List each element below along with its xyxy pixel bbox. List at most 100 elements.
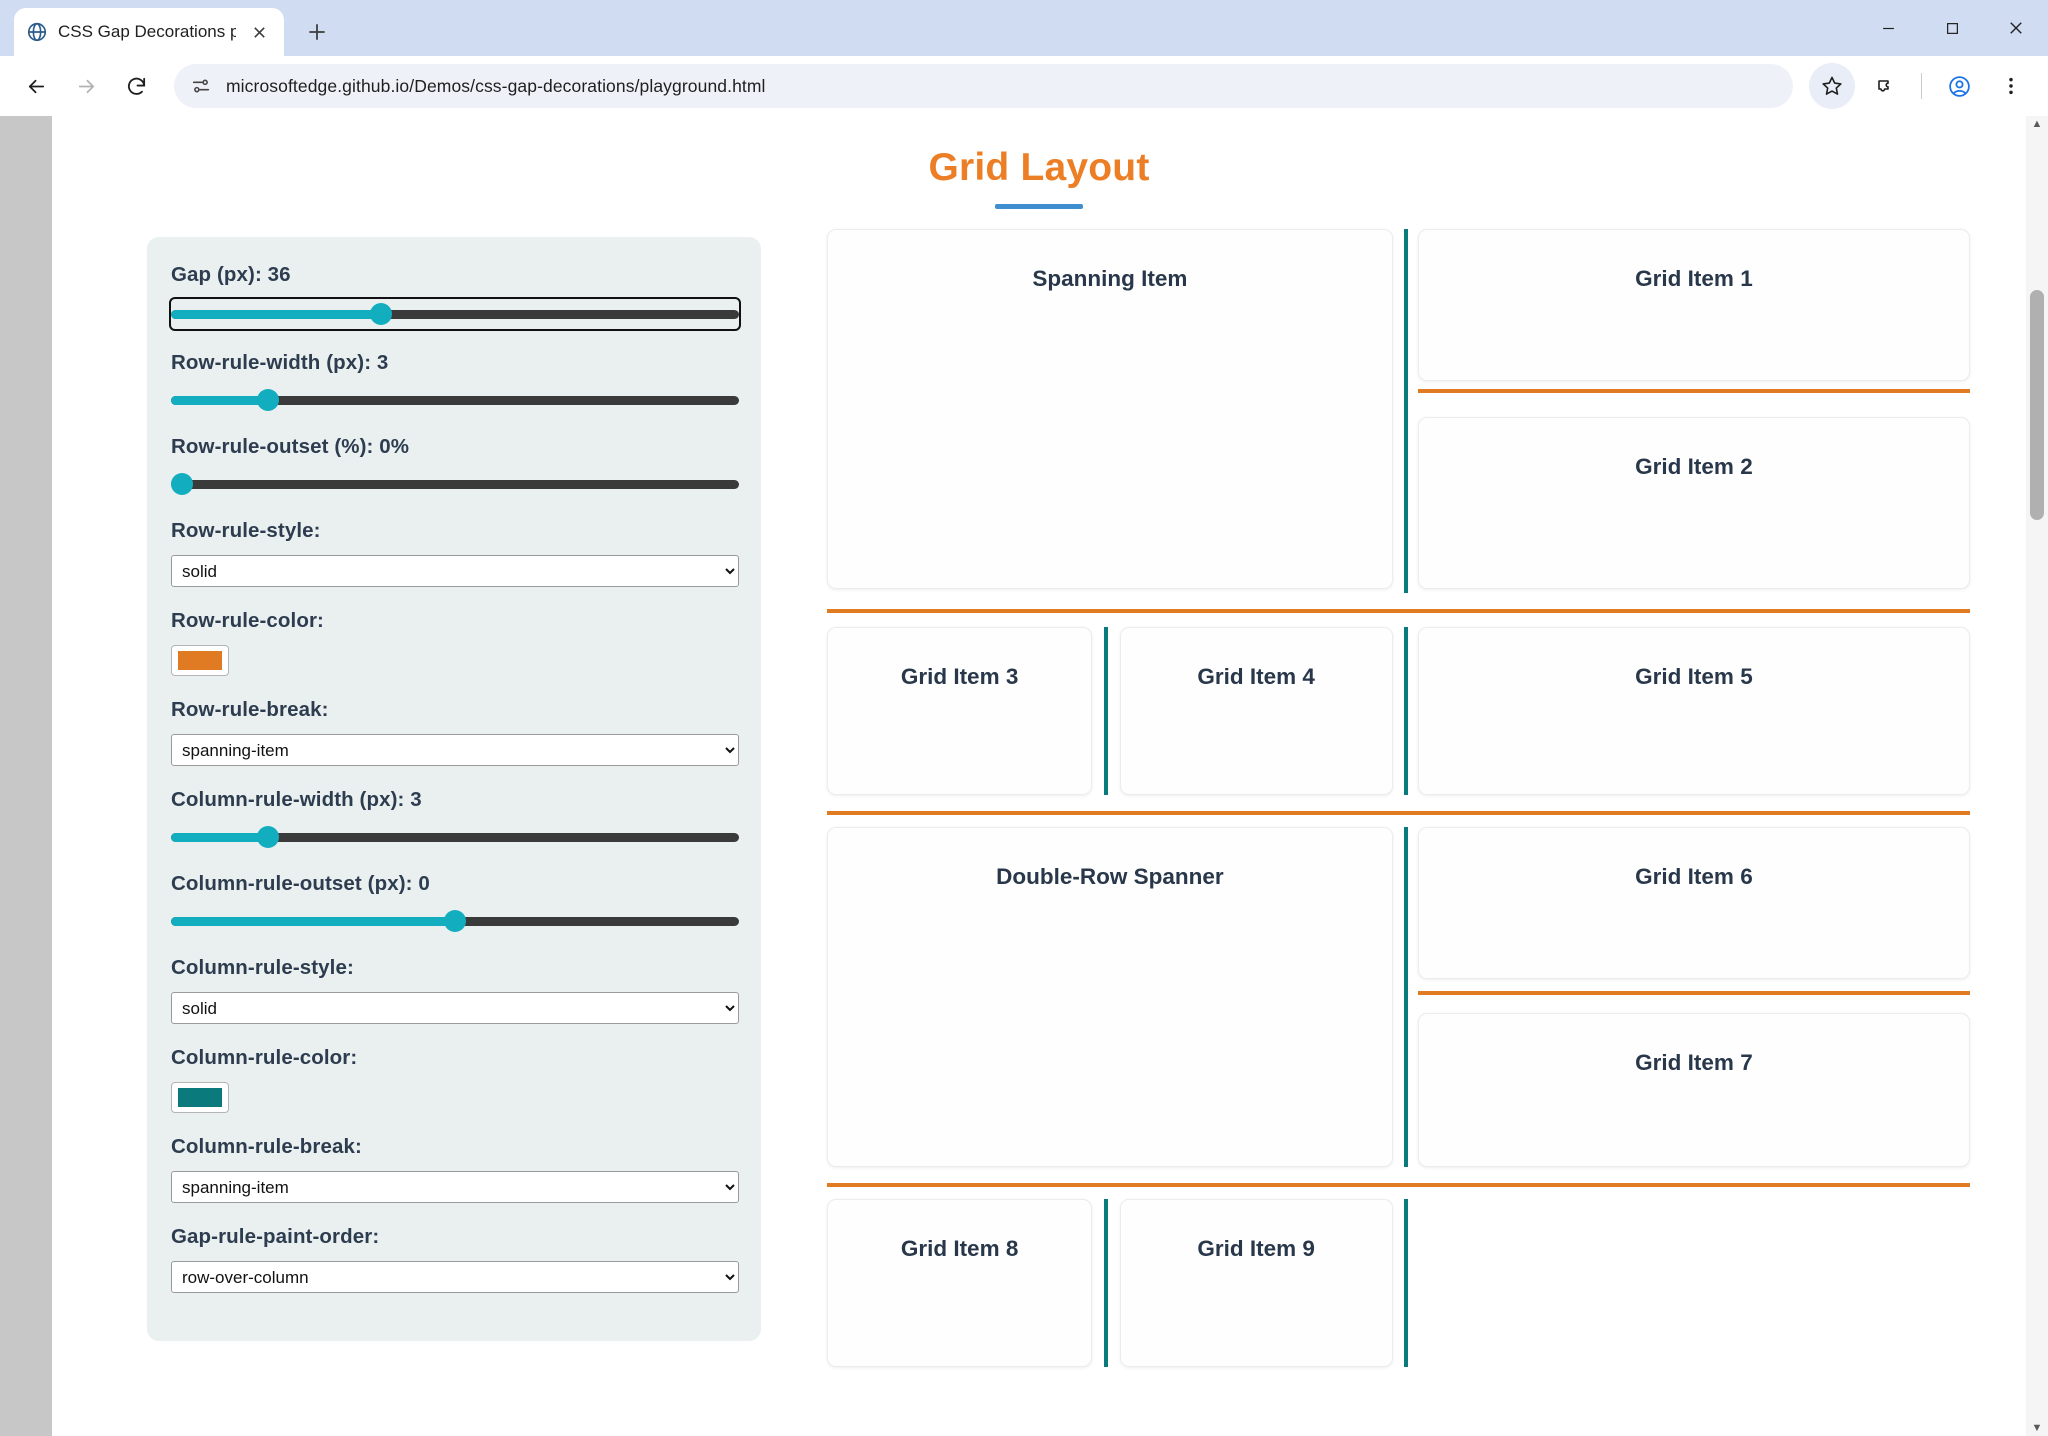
- grid-cell[interactable]: Grid Item 5: [1417, 627, 1970, 795]
- web-page: Grid Layout Gap (px): 36 Row-rule-wi: [52, 116, 2026, 1436]
- grid-cell[interactable]: Grid Item 7: [1417, 1013, 1970, 1167]
- grid-cell-label: Grid Item 9: [1197, 1236, 1315, 1261]
- slider-fill: [171, 832, 268, 842]
- column-rule: [1103, 1199, 1108, 1367]
- row-rule: [1404, 609, 1970, 613]
- column-rule-width-slider[interactable]: [171, 824, 739, 850]
- maximize-icon[interactable]: [1920, 0, 1984, 56]
- control-label: Column-rule-width (px): 3: [171, 788, 422, 811]
- forward-arrow-icon[interactable]: [64, 64, 108, 108]
- grid-cell[interactable]: Grid Item 8: [827, 1199, 1093, 1367]
- control-gap: Gap (px): 36: [169, 263, 741, 331]
- gap-slider[interactable]: [169, 297, 741, 331]
- slider-track: [171, 832, 739, 842]
- grid-cell-label: Grid Item 4: [1197, 664, 1315, 689]
- column-rule: [1404, 1199, 1409, 1367]
- grid-cell[interactable]: Grid Item 9: [1119, 1199, 1393, 1367]
- control-label: Row-rule-outset (%): 0%: [171, 435, 410, 458]
- scroll-down-arrow[interactable]: ▼: [2031, 1422, 2043, 1434]
- url-text: microsoftedge.github.io/Demos/css-gap-de…: [226, 75, 766, 96]
- extensions-puzzle-icon[interactable]: [1861, 63, 1907, 109]
- slider-thumb[interactable]: [256, 826, 279, 848]
- back-arrow-icon[interactable]: [14, 64, 58, 108]
- row-rule-width-slider[interactable]: [171, 387, 739, 413]
- grid-cell[interactable]: Grid Item 2: [1417, 417, 1970, 589]
- grid-cell[interactable]: Grid Item 1: [1417, 229, 1970, 381]
- address-bar[interactable]: microsoftedge.github.io/Demos/css-gap-de…: [174, 64, 1793, 108]
- scrollbar-thumb[interactable]: [2030, 290, 2044, 520]
- slider-fill: [171, 916, 455, 926]
- row-rule-color-picker[interactable]: [171, 645, 229, 676]
- profile-avatar-icon[interactable]: [1936, 63, 1982, 109]
- row-rule: [827, 609, 1405, 613]
- grid-cell[interactable]: Grid Item 6: [1417, 827, 1970, 979]
- row-rule: [1417, 389, 1970, 393]
- grid-cell-label: Grid Item 2: [1635, 454, 1753, 479]
- grid-cell-label: Grid Item 6: [1635, 864, 1753, 889]
- slider-thumb[interactable]: [444, 910, 466, 932]
- row-rule-outset-slider[interactable]: [171, 471, 739, 497]
- row-rule-break-select[interactable]: spanning-item: [171, 734, 739, 766]
- grid-cell-label: Spanning Item: [1032, 266, 1188, 291]
- control-column-rule-color: Column-rule-color:: [171, 1046, 739, 1113]
- three-dot-menu-icon[interactable]: [1988, 63, 2034, 109]
- browser-tab[interactable]: CSS Gap Decorations playground: [14, 8, 284, 56]
- minimize-icon[interactable]: [1856, 0, 1920, 56]
- slider-thumb[interactable]: [370, 303, 393, 325]
- control-column-rule-outset: Column-rule-outset (px): 0: [171, 872, 739, 934]
- tab-title: CSS Gap Decorations playground: [58, 22, 236, 41]
- control-row-rule-color: Row-rule-color:: [171, 609, 739, 676]
- control-label: Gap (px): 36: [171, 263, 291, 286]
- tab-strip: CSS Gap Decorations playground: [0, 0, 2048, 56]
- slider-track: [171, 479, 739, 489]
- window-controls: [1856, 0, 2048, 56]
- column-rule-style-select[interactable]: solid: [171, 992, 739, 1024]
- star-icon[interactable]: [1809, 63, 1855, 109]
- grid-cell-label: Double-Row Spanner: [996, 864, 1224, 889]
- page-scrollbar[interactable]: ▲ ▼: [2026, 116, 2048, 1436]
- control-label: Row-rule-color:: [171, 609, 324, 632]
- grid-cell[interactable]: Spanning Item: [827, 229, 1393, 589]
- globe-icon: [26, 21, 48, 43]
- column-rule-outset-slider[interactable]: [171, 908, 739, 934]
- control-row-rule-break: Row-rule-break: spanning-item: [171, 698, 739, 766]
- row-rule-style-select[interactable]: solid: [171, 555, 739, 587]
- grid-cell[interactable]: Double-Row Spanner: [827, 827, 1393, 1167]
- control-label: Row-rule-width (px): 3: [171, 351, 389, 374]
- scrollbar-track[interactable]: [2026, 130, 2048, 1422]
- control-column-rule-style: Column-rule-style: solid: [171, 956, 739, 1024]
- slider-track: [171, 395, 739, 405]
- site-settings-icon[interactable]: [190, 75, 212, 97]
- slider-thumb[interactable]: [171, 473, 194, 495]
- slider-track: [171, 309, 739, 319]
- slider-fill: [171, 309, 382, 319]
- plus-icon[interactable]: [296, 11, 338, 53]
- toolbar-divider: [1921, 73, 1922, 99]
- close-icon[interactable]: [246, 19, 272, 45]
- page-viewport: Grid Layout Gap (px): 36 Row-rule-wi: [0, 116, 2048, 1436]
- grid-cell-label: Grid Item 3: [900, 664, 1019, 689]
- demo-grid: Spanning Item Grid Item 1 Grid Item 2 Gr…: [827, 229, 1970, 1367]
- title-underline: [995, 204, 1083, 209]
- grid-cell-label: Grid Item 1: [1635, 266, 1753, 291]
- grid-cell-label: Grid Item 8: [900, 1236, 1019, 1261]
- grid-cell[interactable]: Grid Item 4: [1119, 627, 1393, 795]
- browser-toolbar: microsoftedge.github.io/Demos/css-gap-de…: [0, 56, 2048, 116]
- control-label: Gap-rule-paint-order:: [171, 1225, 380, 1248]
- column-rule-break-select[interactable]: spanning-item: [171, 1171, 739, 1203]
- control-label: Row-rule-style:: [171, 519, 321, 542]
- column-rule-color-picker[interactable]: [171, 1082, 229, 1113]
- slider-fill: [171, 395, 268, 405]
- gap-rule-paint-order-select[interactable]: row-over-column: [171, 1261, 739, 1293]
- control-label: Column-rule-style:: [171, 956, 354, 979]
- page-title: Grid Layout: [928, 146, 1150, 189]
- window-close-icon[interactable]: [1984, 0, 2048, 56]
- grid-demo-area: Spanning Item Grid Item 1 Grid Item 2 Gr…: [761, 229, 1970, 1436]
- grid-cell[interactable]: Grid Item 3: [827, 627, 1093, 795]
- reload-icon[interactable]: [114, 64, 158, 108]
- row-rule: [1417, 991, 1970, 995]
- color-swatch: [178, 651, 222, 670]
- slider-thumb[interactable]: [256, 389, 279, 411]
- scroll-up-arrow[interactable]: ▲: [2031, 118, 2043, 130]
